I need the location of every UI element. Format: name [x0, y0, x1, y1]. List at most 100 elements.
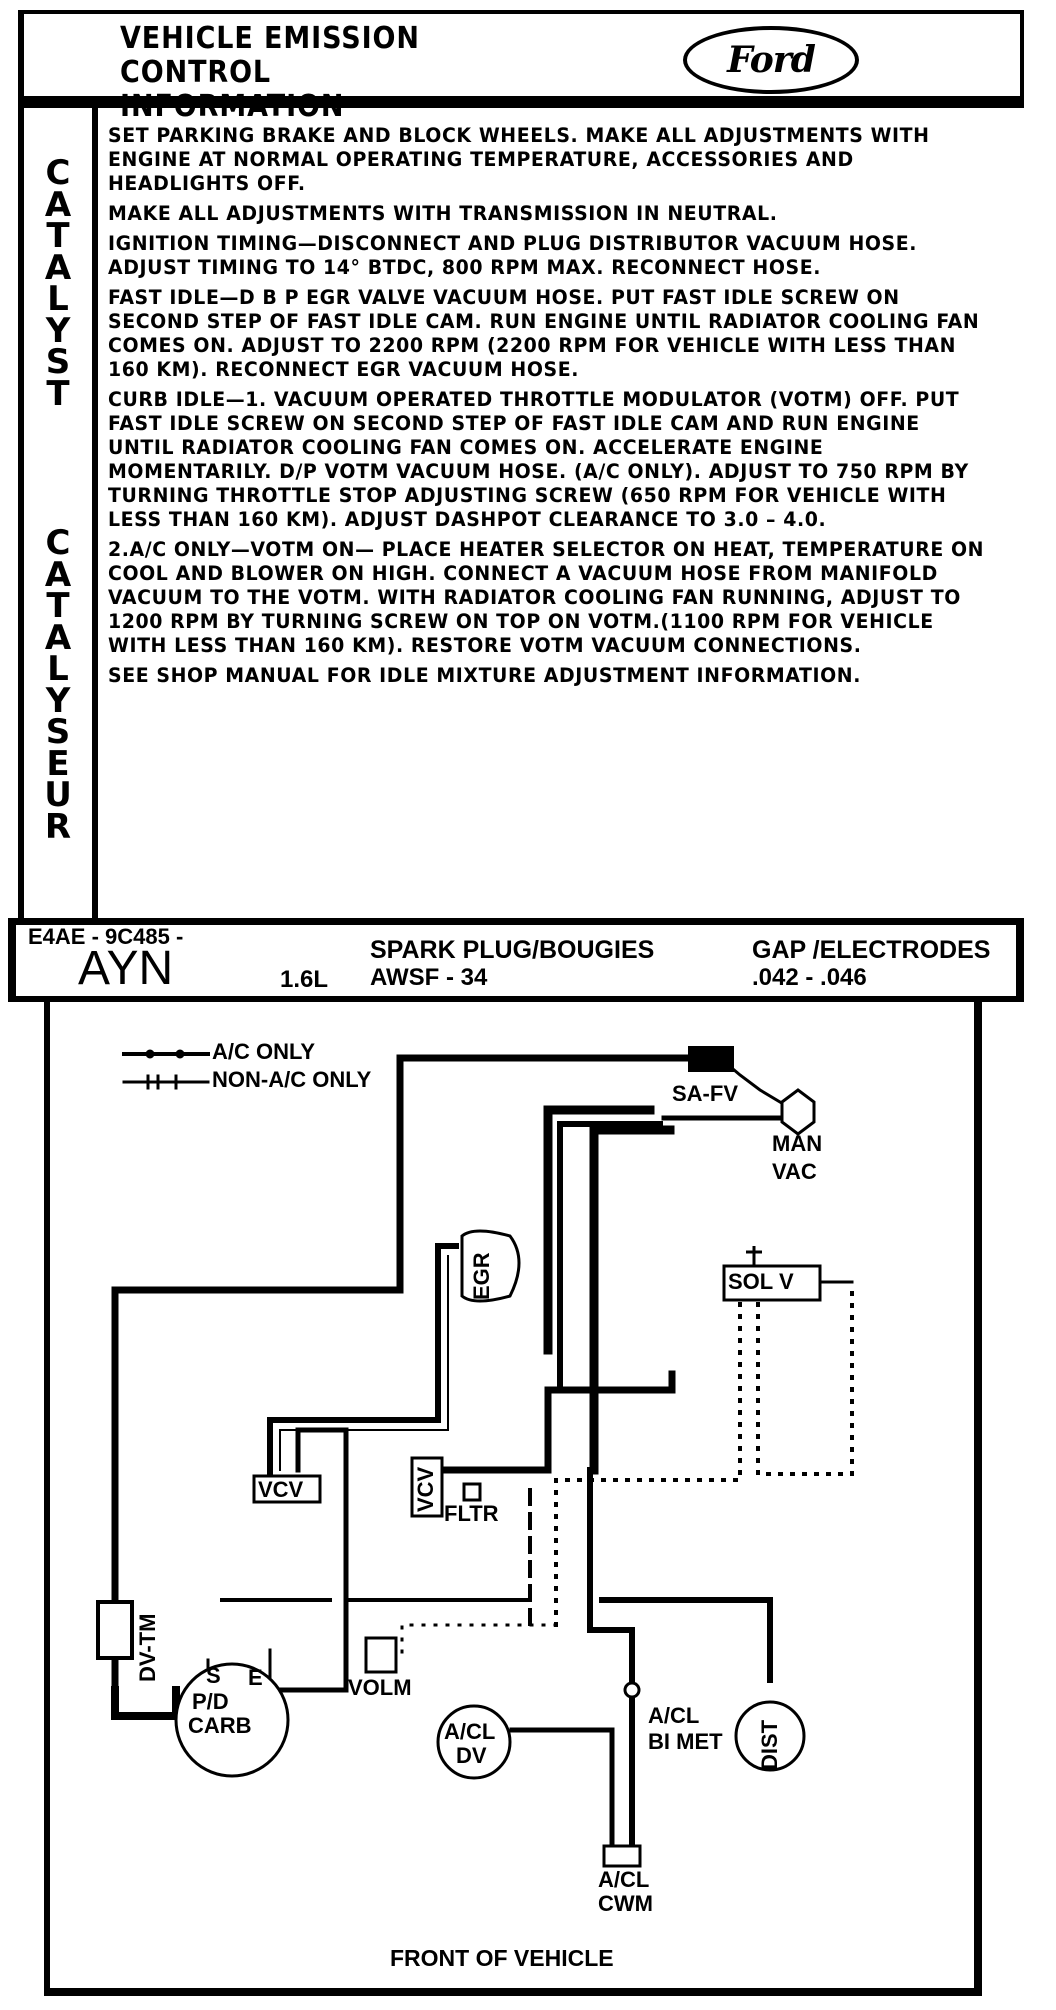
fltr-label: FLTR	[444, 1501, 499, 1526]
instruction-paragraph: SET PARKING BRAKE AND BLOCK WHEELS. MAKE…	[108, 124, 930, 195]
spark-plug-value: AWSF - 34	[370, 964, 488, 991]
man-vac-fitting	[780, 1088, 816, 1136]
side-letter: Y	[45, 680, 71, 721]
egr-valve	[460, 1229, 521, 1303]
acl-cwm-label-1: A/CL	[598, 1867, 650, 1892]
calibration-code: AYN	[78, 942, 174, 995]
hose-solv-loop	[756, 1290, 854, 1476]
instructions: SET PARKING BRAKE AND BLOCK WHEELS. MAKE…	[108, 124, 986, 694]
spec-border-top	[8, 918, 1024, 925]
acl-cwm-box	[602, 1844, 642, 1868]
side-letter: C	[45, 523, 71, 563]
legend-nonac-label: NON-A/C ONLY	[212, 1067, 372, 1092]
acl-dv-label-2: DV	[456, 1743, 487, 1768]
spark-plug-label: SPARK PLUG/BOUGIES	[370, 936, 655, 964]
spec-border-left	[8, 918, 16, 1002]
acl-bimet-port	[623, 1681, 641, 1699]
gap-value: .042 - .046	[752, 964, 867, 991]
side-letter: A	[44, 184, 72, 225]
side-letter: S	[45, 712, 71, 752]
hose-bimet	[587, 1467, 635, 1851]
hose-center-vertical	[589, 1125, 675, 1475]
instruction-paragraph: SEE SHOP MANUAL FOR IDLE MIXTURE ADJUSTM…	[108, 664, 861, 687]
sol-v-label: SOL V	[728, 1269, 794, 1294]
acl-dv-label-1: A/CL	[444, 1719, 496, 1744]
hose-vcv-left	[267, 1427, 349, 1693]
header-frame	[18, 10, 1024, 96]
engine-size: 1.6L	[280, 966, 329, 993]
man-vac-label-1: MAN	[772, 1131, 823, 1156]
legend-ac-dot	[175, 1049, 185, 1059]
hose-vcv-mid	[426, 1370, 676, 1474]
side-letter: T	[46, 216, 70, 256]
gap-label: GAP /ELECTRODES	[752, 936, 991, 964]
side-letter: A	[44, 554, 72, 595]
acl-bimet-label-1: A/CL	[648, 1703, 700, 1728]
instruction-paragraph: 2.A/C ONLY—VOTM ON— PLACE HEATER SELECTO…	[108, 538, 985, 657]
carb-e-label: E	[248, 1665, 263, 1690]
sa-fv-valve	[688, 1046, 734, 1072]
sol-v-box	[722, 1264, 822, 1302]
carb-body	[174, 1662, 290, 1778]
title-line-2: CONTROL INFORMATION	[120, 55, 345, 124]
man-vac-label-2: VAC	[772, 1159, 817, 1184]
hose-egr	[267, 1243, 459, 1483]
header-rule	[18, 96, 1024, 108]
dv-tm-label: DV-TM	[135, 1613, 160, 1682]
ford-logo: Ford	[683, 26, 859, 94]
legend-ac-label: A/C ONLY	[212, 1039, 316, 1064]
side-letter: L	[47, 279, 69, 319]
side-letter: C	[45, 153, 71, 193]
vcv-left-box	[252, 1474, 322, 1504]
vcv-left-label: VCV	[258, 1477, 304, 1502]
side-letter: T	[46, 373, 70, 414]
hose-safv-inner	[557, 1121, 663, 1393]
title-line-1: VEHICLE EMISSION	[120, 21, 420, 56]
side-letter: U	[44, 775, 72, 815]
acl-cwm-label-2: CWM	[598, 1891, 653, 1916]
front-of-vehicle-label: FRONT OF VEHICLE	[390, 1945, 614, 1971]
side-letter: L	[47, 649, 69, 689]
side-letter: Y	[45, 310, 71, 351]
carb-label-1: P/D	[192, 1689, 229, 1714]
vcv-mid-label: VCV	[413, 1466, 438, 1512]
hose-dv-cwm	[509, 1727, 615, 1851]
instruction-paragraph: CURB IDLE—1. VACUUM OPERATED THROTTLE MO…	[108, 388, 969, 531]
hose-dist	[599, 1597, 773, 1683]
dv-tm-box	[96, 1600, 134, 1660]
side-letter: S	[45, 342, 71, 382]
legend-ac-dot	[145, 1049, 155, 1059]
hose-egr-inner	[279, 1255, 449, 1471]
acl-bimet-label-2: BI MET	[648, 1729, 723, 1754]
volm-label: VOLM	[348, 1675, 412, 1700]
side-letter: A	[44, 247, 72, 288]
carb-s-label: S	[206, 1663, 221, 1688]
sa-fv-label: SA-FV	[672, 1081, 738, 1106]
side-letter: R	[44, 806, 72, 847]
spec-border-bottom	[8, 996, 1024, 1002]
dist-label: DIST	[757, 1719, 782, 1770]
instruction-paragraph: IGNITION TIMING—DISCONNECT AND PLUG DIST…	[108, 232, 918, 279]
fltr-box	[462, 1482, 482, 1502]
hose-volm	[400, 1623, 558, 1657]
acl-dv-body	[436, 1704, 512, 1780]
page-title: VEHICLE EMISSION CONTROL INFORMATION	[120, 22, 498, 124]
hose-top-main	[111, 1054, 704, 1694]
hose-safv-to-vcv	[543, 1105, 655, 1355]
part-number: E4AE - 9C485 -	[28, 924, 184, 949]
instruction-paragraph: MAKE ALL ADJUSTMENTS WITH TRANSMISSION I…	[108, 202, 778, 225]
side-letter: A	[44, 617, 72, 658]
hose-dvtm	[111, 1686, 180, 1720]
instruction-paragraph: FAST IDLE—D B P EGR VALVE VACUUM HOSE. P…	[108, 286, 980, 381]
diagram-frame	[44, 1002, 982, 1996]
volm-box	[364, 1636, 398, 1674]
side-letter: E	[46, 743, 70, 784]
side-rail	[18, 108, 98, 918]
brand-wordmark: Ford	[727, 39, 816, 81]
hose-solv-ac	[554, 1290, 742, 1627]
vcv-mid-box	[410, 1456, 444, 1518]
spec-border-right	[1016, 918, 1024, 1002]
